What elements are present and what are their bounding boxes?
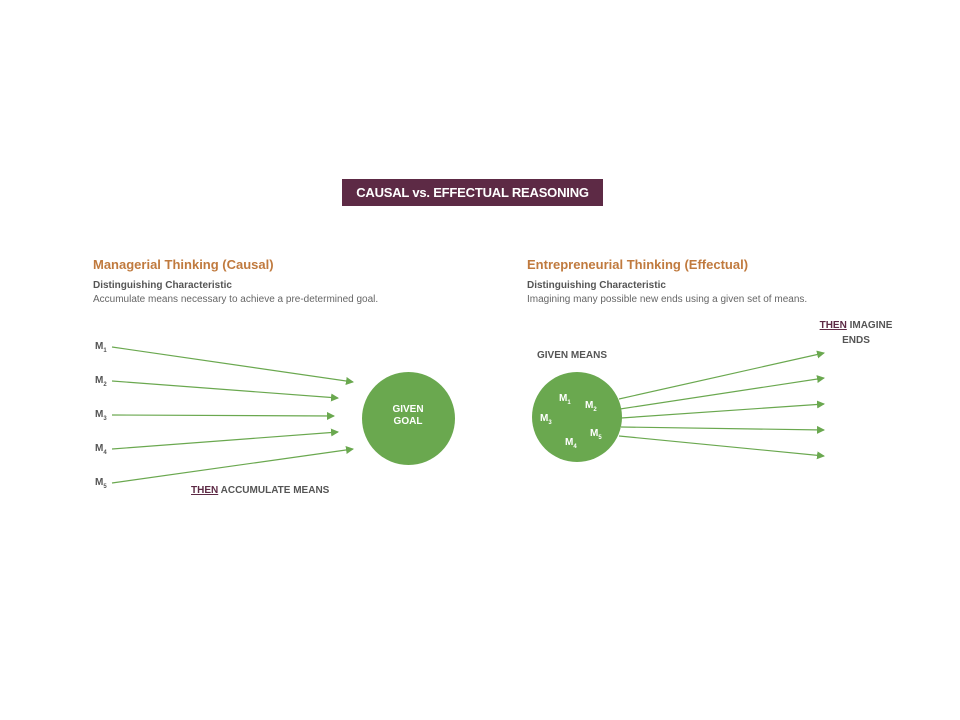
causal-mean-1: M1 xyxy=(95,341,107,354)
given-goal-label: GIVEN GOAL xyxy=(392,404,424,427)
effectual-description: Imagining many possible new ends using a… xyxy=(527,294,808,305)
effectual-mean-5: M5 xyxy=(590,428,602,441)
causal-arrow-3 xyxy=(111,411,335,420)
causal-description: Accumulate means necessary to achieve a … xyxy=(93,294,379,305)
effectual-arrow-5 xyxy=(618,435,825,460)
effectual-mean-4: M4 xyxy=(565,437,577,450)
diagram-title: CAUSAL vs. EFFECTUAL REASONING xyxy=(342,179,603,206)
effectual-caption: THEN IMAGINE ENDS xyxy=(819,320,893,346)
effectual-subheading: Distinguishing Characteristic xyxy=(527,280,666,291)
causal-caption: THEN ACCUMULATE MEANS xyxy=(191,485,330,496)
causal-arrow-2 xyxy=(111,380,339,402)
effectual-arrow-1 xyxy=(618,350,825,400)
effectual-mean-3: M3 xyxy=(540,413,552,426)
effectual-arrow-2 xyxy=(619,375,825,410)
causal-arrow-1 xyxy=(111,346,354,385)
causal-arrow-4 xyxy=(111,428,339,450)
causal-mean-3: M3 xyxy=(95,409,107,422)
effectual-mean-2: M2 xyxy=(585,400,597,413)
effectual-arrow-3 xyxy=(620,400,825,419)
given-means-circle xyxy=(532,372,622,462)
effectual-mean-1: M1 xyxy=(559,393,571,406)
effectual-heading: Entrepreneurial Thinking (Effectual) xyxy=(527,257,749,272)
causal-mean-5: M5 xyxy=(95,477,107,490)
given-goal-circle xyxy=(362,372,455,465)
causal-mean-4: M4 xyxy=(95,443,107,456)
effectual-arrow-4 xyxy=(620,425,825,434)
causal-subheading: Distinguishing Characteristic xyxy=(93,280,232,291)
causal-mean-2: M2 xyxy=(95,375,107,388)
causal-heading: Managerial Thinking (Causal) xyxy=(93,257,274,272)
causal-arrow-5 xyxy=(111,446,354,484)
given-means-label: GIVEN MEANS xyxy=(537,350,608,361)
